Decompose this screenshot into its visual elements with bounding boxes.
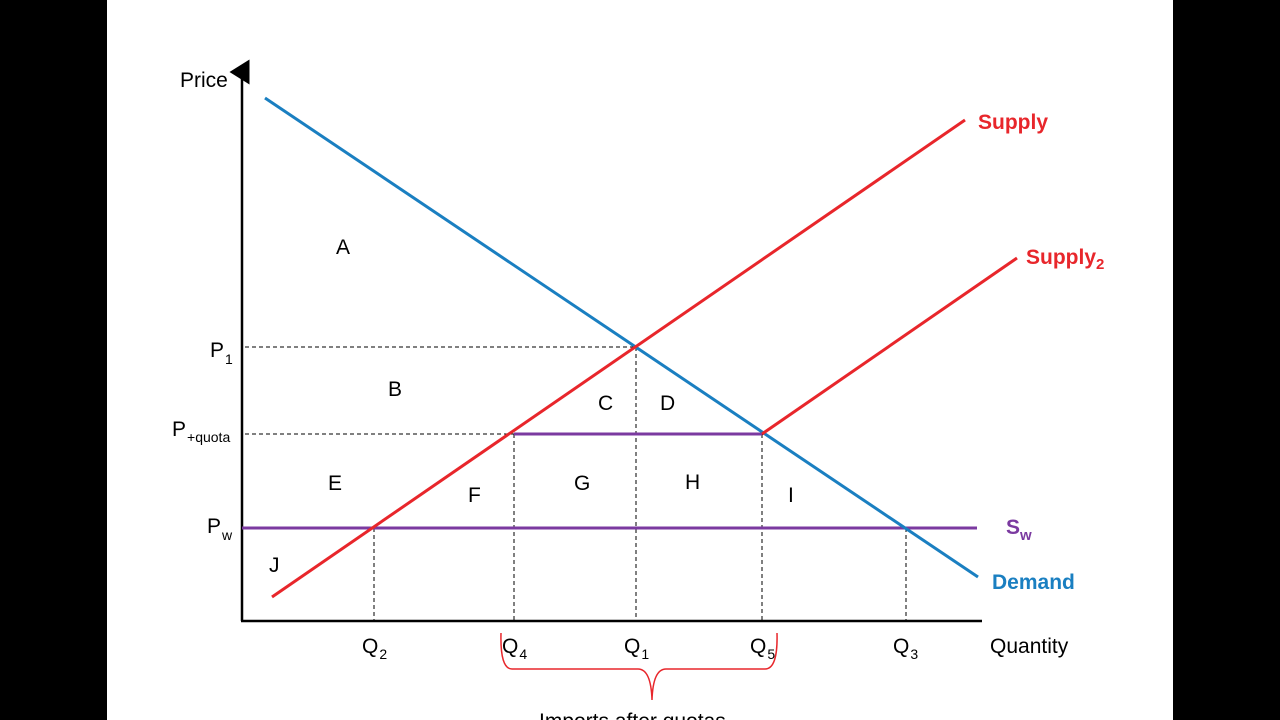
- region-g: G: [574, 472, 590, 495]
- q4-label: Q4: [502, 635, 527, 662]
- p1-label: P1: [210, 339, 233, 367]
- imports-brace: [500, 632, 778, 701]
- demand-curve: [264, 96, 979, 579]
- pw-label: Pw: [207, 515, 233, 543]
- region-a: A: [336, 236, 350, 259]
- region-j: J: [269, 554, 280, 577]
- slide: Price Quantity P1 P+quota Pw Q2 Q4 Q1 Q5…: [107, 0, 1173, 720]
- supply-curve: [271, 118, 966, 599]
- q3-label: Q3: [893, 635, 918, 662]
- supply2-curve: [761, 256, 1018, 436]
- supply-curve-label: Supply: [978, 111, 1048, 134]
- demand-curve-label: Demand: [992, 571, 1075, 594]
- x-axis-label: Quantity: [990, 635, 1069, 658]
- region-h: H: [685, 471, 700, 494]
- quota-diagram: Price Quantity P1 P+quota Pw Q2 Q4 Q1 Q5…: [172, 59, 1104, 720]
- region-i: I: [788, 484, 794, 507]
- region-d: D: [660, 392, 675, 415]
- region-labels: A B C D E F G H I J: [269, 236, 794, 577]
- pquota-label: P+quota: [172, 418, 230, 445]
- q2-label: Q2: [362, 635, 387, 662]
- world-supply-label: Sw: [1006, 516, 1032, 544]
- region-c: C: [598, 392, 613, 415]
- y-axis-label: Price: [180, 69, 228, 92]
- region-f: F: [468, 484, 481, 507]
- guide-lines: [245, 346, 907, 620]
- imports-brace-label: Imports after quotas: [539, 710, 726, 720]
- region-b: B: [388, 378, 402, 401]
- region-e: E: [328, 472, 342, 495]
- q1-label: Q1: [624, 635, 649, 662]
- q5-label: Q5: [750, 635, 775, 662]
- supply2-curve-label: Supply2: [1026, 246, 1104, 273]
